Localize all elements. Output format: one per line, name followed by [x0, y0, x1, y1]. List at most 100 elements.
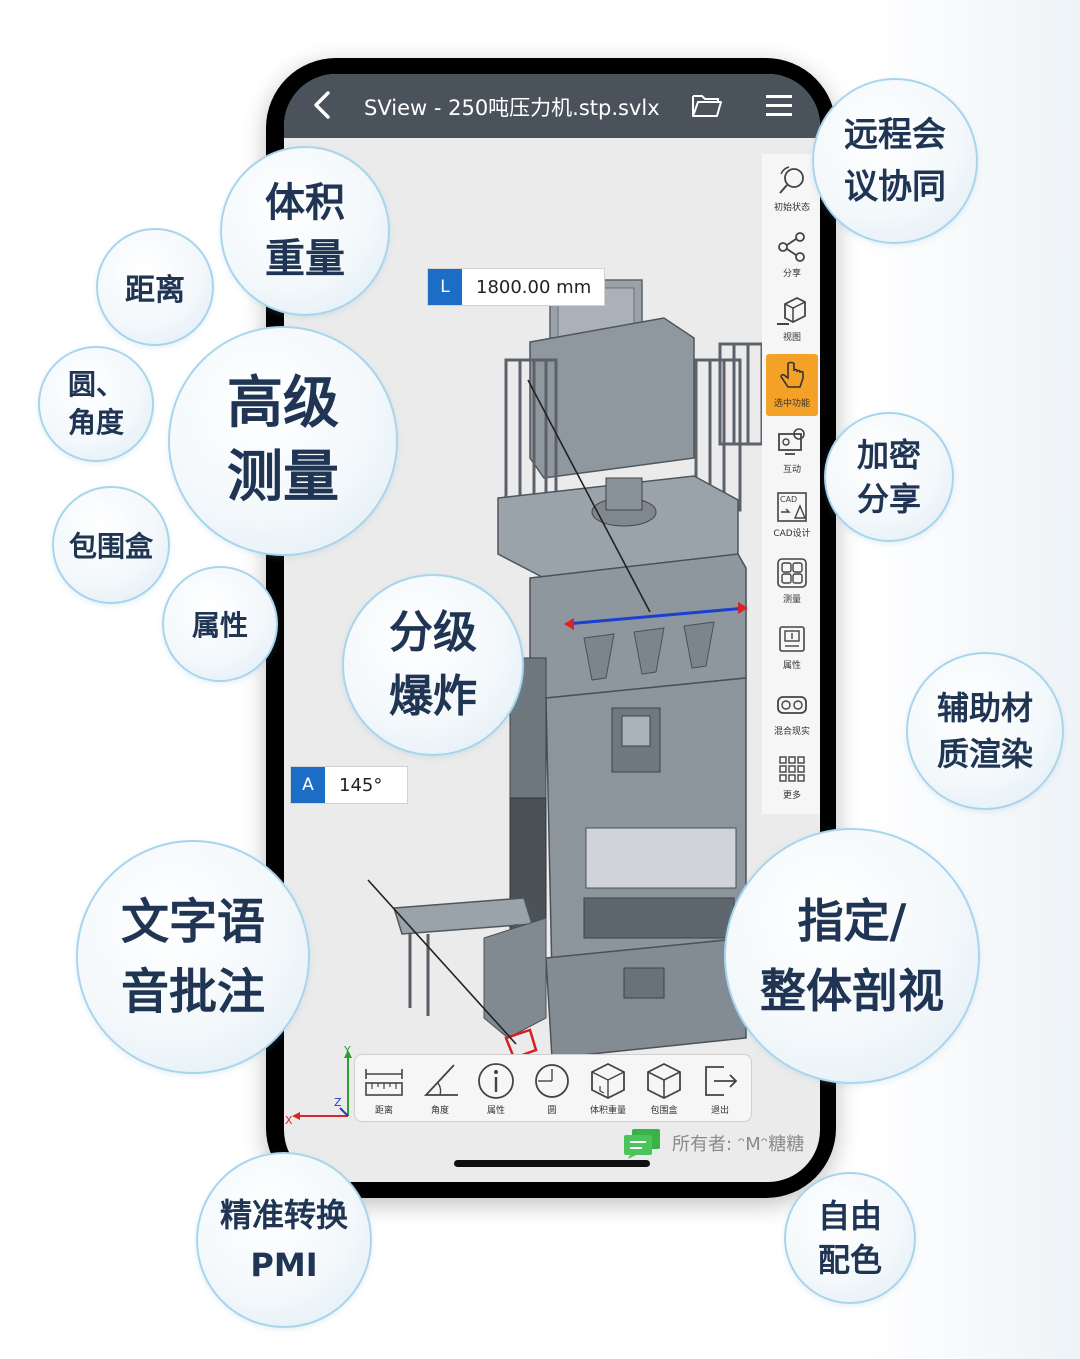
feature-attributes: 属性 [162, 566, 278, 682]
svg-text:CAD: CAD [780, 495, 797, 504]
tool-label: 互动 [782, 465, 801, 475]
bubble-line: PMI [250, 1246, 318, 1284]
feature-circle-angle: 圆、角度 [38, 346, 154, 462]
measure-tool-label: 体积重量 [589, 1106, 626, 1116]
measure-tool-label: 角度 [430, 1106, 449, 1116]
bubble-line: 文字语 [120, 894, 265, 950]
press-machine-model[interactable] [284, 138, 820, 1182]
cad-design-icon: CAD [777, 492, 807, 522]
feature-volume-weight: 体积重量 [220, 146, 390, 316]
bubble-line: 议协同 [844, 167, 946, 207]
angle-dimension-label[interactable]: A 145° [290, 766, 408, 804]
measure-properties-button[interactable]: 属性 [469, 1061, 523, 1116]
measure-distance-button[interactable]: 距离 [357, 1061, 411, 1116]
bubble-line: 高级 [227, 371, 339, 436]
info-icon [478, 1063, 514, 1099]
bubble-line: 分享 [856, 480, 921, 518]
more-grid-icon [779, 756, 805, 782]
tool-view[interactable]: 视图 [766, 288, 818, 350]
bubble-line: 圆、 [67, 368, 124, 401]
measure-tool-label: 圆 [547, 1106, 557, 1116]
circle-icon [535, 1064, 569, 1098]
feature-free-color: 自由配色 [784, 1172, 916, 1304]
measure-circle-button[interactable]: 圆 [525, 1061, 579, 1116]
document-title: SView - 250吨压力机.stp.svlx [364, 96, 660, 120]
view-cube-icon [777, 296, 806, 325]
tool-label: 测量 [782, 595, 801, 605]
tool-cad-design[interactable]: CAD CAD设计 [766, 484, 818, 546]
bubble-line: 质渲染 [936, 735, 1033, 773]
x-axis-label: X [285, 1114, 293, 1126]
tool-interact[interactable]: 互动 [766, 420, 818, 482]
measure-tool-label: 属性 [486, 1106, 505, 1116]
feature-remote-meeting: 远程会议协同 [812, 78, 978, 244]
bubble-line: 分级 [389, 607, 477, 658]
bubble-line: 体积 [265, 180, 345, 226]
owner-text: 所有者: ᵔMᵔ糖糖 [672, 1134, 805, 1155]
feature-advanced-measure: 高级测量 [168, 326, 398, 556]
hand-pointer-icon [780, 361, 804, 388]
measure-angle-button[interactable]: 角度 [413, 1061, 467, 1116]
measure-bounding-box-button[interactable]: 包围盒 [637, 1061, 691, 1116]
measure-grid-icon [777, 558, 807, 588]
feature-distance: 距离 [96, 228, 214, 346]
tool-properties[interactable]: 属性 [766, 616, 818, 678]
home-indicator[interactable] [454, 1160, 650, 1167]
tool-measure[interactable]: 测量 [766, 550, 818, 612]
measure-tool-label: 距离 [374, 1106, 393, 1116]
feature-text-voice-annotation: 文字语音批注 [76, 840, 310, 1074]
feature-section-view: 指定/整体剖视 [724, 828, 980, 1084]
tool-label: 选中功能 [773, 399, 810, 409]
bubble-line: 音批注 [120, 964, 265, 1020]
feature-encrypt-share: 加密分享 [824, 412, 954, 542]
tool-reset-view[interactable]: 初始状态 [766, 158, 818, 220]
share-icon [778, 232, 805, 262]
measure-exit-button[interactable]: 退出 [693, 1061, 747, 1116]
axis-triad: Y X Z [285, 1046, 352, 1126]
length-dimension-label[interactable]: L 1800.00 mm [427, 268, 605, 306]
tool-mixed-reality[interactable]: 混合现实 [766, 682, 818, 744]
tool-select[interactable]: 选中功能 [766, 354, 818, 416]
hamburger-menu-icon[interactable] [764, 92, 794, 120]
tool-more[interactable]: 更多 [766, 746, 818, 808]
ruler-icon [365, 1069, 403, 1096]
chevron-left-icon[interactable] [306, 88, 340, 122]
vr-goggles-icon [777, 696, 807, 714]
feature-bounding-box: 包围盒 [52, 486, 170, 604]
tool-share[interactable]: 分享 [766, 224, 818, 286]
bubble-line: 自由 [817, 1197, 882, 1235]
bubble-line: 远程会 [844, 115, 946, 155]
measure-volume-button[interactable]: 体积重量 [581, 1061, 635, 1116]
measure-tool-label: 退出 [710, 1106, 729, 1116]
app-title-bar: SView - 250吨压力机.stp.svlx [284, 74, 820, 138]
bubble-line: 重量 [265, 236, 345, 282]
volume-cube-icon [591, 1062, 625, 1100]
bubble-line: 距离 [125, 273, 185, 308]
tool-label: 分享 [782, 269, 801, 279]
owner-info: 所有者: ᵔMᵔ糖糖 [622, 1126, 804, 1160]
feature-material-render: 辅助材质渲染 [906, 652, 1064, 810]
bubble-line: 属性 [191, 609, 248, 642]
properties-icon [779, 626, 805, 652]
bubble-line: 辅助材 [936, 689, 1033, 727]
bubble-line: 测量 [227, 445, 339, 510]
tool-label: 属性 [782, 661, 801, 671]
dimension-value: 145° [339, 774, 383, 796]
measure-tool-label: 包围盒 [650, 1106, 678, 1116]
bubble-line: 整体剖视 [760, 964, 944, 1018]
folder-open-icon[interactable] [690, 90, 724, 120]
feature-explode: 分级爆炸 [342, 574, 524, 756]
interact-icon [778, 428, 805, 455]
3d-viewport[interactable]: L 1800.00 mm A 145° Y X Z [284, 138, 820, 1182]
bounding-box-icon [647, 1062, 681, 1100]
y-axis-label: Y [343, 1046, 351, 1057]
bubble-line: 指定/ [797, 894, 907, 948]
angle-icon [423, 1064, 458, 1096]
bubble-line: 爆炸 [389, 671, 477, 722]
dimension-value: 1800.00 mm [476, 276, 592, 298]
tool-label: 更多 [782, 791, 801, 801]
chat-bubble-icon[interactable] [622, 1127, 662, 1159]
z-axis-label: Z [334, 1096, 342, 1109]
tool-label: 初始状态 [773, 203, 810, 213]
